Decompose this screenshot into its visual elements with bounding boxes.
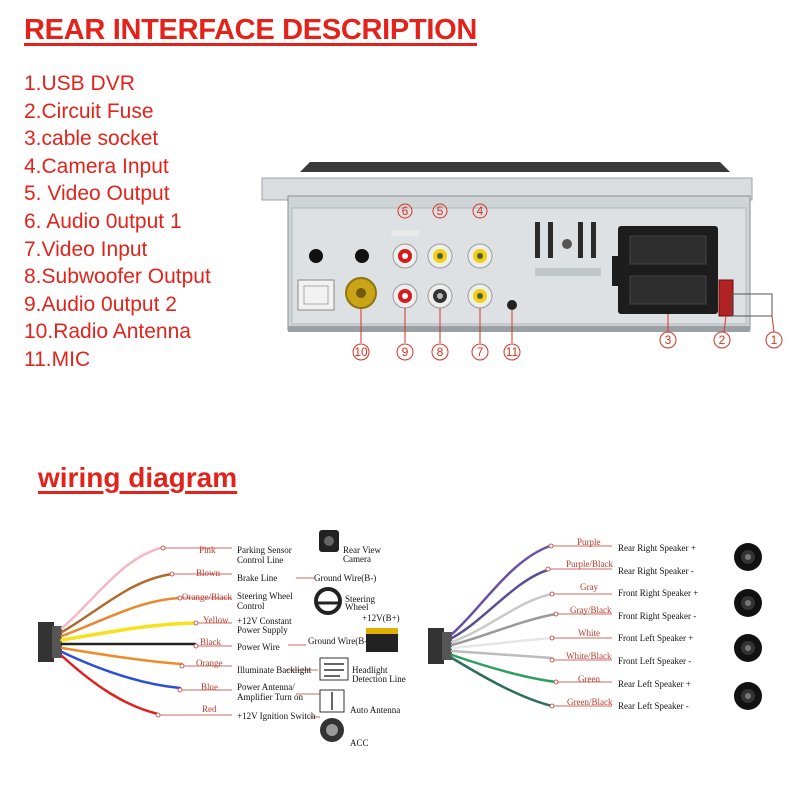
legend-item-video-output: 5. Video Output <box>24 182 170 206</box>
svg-text:Rear Left Speaker +: Rear Left Speaker + <box>618 679 691 689</box>
svg-text:7: 7 <box>477 345 484 359</box>
svg-text:10: 10 <box>354 345 368 359</box>
svg-text:11: 11 <box>506 345 519 359</box>
svg-text:Blown: Blown <box>196 568 221 578</box>
svg-text:8: 8 <box>437 345 444 359</box>
svg-text:Wheel: Wheel <box>345 602 369 612</box>
svg-text:Green: Green <box>578 674 600 684</box>
svg-text:Rear Left Speaker -: Rear Left Speaker - <box>618 701 689 711</box>
left-wiring-harness <box>38 546 197 716</box>
svg-text:4: 4 <box>477 204 484 218</box>
rca-subwoofer-output <box>427 283 453 309</box>
svg-text:1: 1 <box>771 333 778 347</box>
legend-item-subwoofer-output: 8.Subwoofer Output <box>24 265 211 289</box>
svg-text:White: White <box>578 628 600 638</box>
svg-text:Power Wire: Power Wire <box>237 642 280 652</box>
svg-text:Camera: Camera <box>343 554 371 564</box>
right-wiring-harness <box>428 544 558 708</box>
svg-text:Power Supply: Power Supply <box>237 625 288 635</box>
steering-wheel-icon <box>314 587 342 615</box>
wiring-diagram-title: wiring diagram <box>38 462 238 493</box>
svg-text:Amplifier Turn on: Amplifier Turn on <box>237 692 304 702</box>
svg-text:White/Black: White/Black <box>566 651 612 661</box>
speaker-icon <box>734 589 762 617</box>
svg-text:Front Right Speaker -: Front Right Speaker - <box>618 611 696 621</box>
rca-audio-output-1 <box>391 230 419 269</box>
svg-text:Red: Red <box>202 704 217 714</box>
legend-item-circuit-fuse: 2.Circuit Fuse <box>24 99 154 123</box>
rca-camera-input <box>467 243 493 269</box>
svg-text:Black: Black <box>200 637 221 647</box>
svg-text:Pink: Pink <box>199 545 216 555</box>
svg-text:Illuminate Backlight: Illuminate Backlight <box>237 665 312 675</box>
page-title: REAR INTERFACE DESCRIPTION <box>24 14 478 46</box>
svg-text:Rear Right Speaker -: Rear Right Speaker - <box>618 566 694 576</box>
svg-text:Control Line: Control Line <box>237 555 283 565</box>
svg-text:Rear Right Speaker +: Rear Right Speaker + <box>618 543 696 553</box>
legend-item-radio-antenna: 10.Radio Antenna <box>24 320 191 344</box>
svg-text:Ground Wire(B-): Ground Wire(B-) <box>308 636 370 646</box>
svg-text:Green/Black: Green/Black <box>567 697 613 707</box>
svg-text:Purple: Purple <box>577 537 601 547</box>
svg-text:Blue: Blue <box>201 682 218 692</box>
legend-item-audio-output-2: 9.Audio 0utput 2 <box>24 292 177 316</box>
screw-hole-icon <box>355 249 369 263</box>
svg-text:Parking Sensor: Parking Sensor <box>237 545 292 555</box>
screw-hole-icon <box>309 249 323 263</box>
rca-video-input <box>467 283 493 309</box>
svg-text:6: 6 <box>402 204 409 218</box>
rca-video-output <box>427 243 453 269</box>
svg-text:Steering Wheel: Steering Wheel <box>237 591 293 601</box>
speaker-icon <box>734 682 762 710</box>
svg-text:Headlight: Headlight <box>352 665 388 675</box>
svg-text:Orange/Black: Orange/Black <box>182 592 232 602</box>
speaker-icon <box>734 634 762 662</box>
svg-text:Front Left Speaker -: Front Left Speaker - <box>618 656 691 666</box>
svg-text:Yellow: Yellow <box>203 615 229 625</box>
legend-item-audio-output-1: 6. Audio 0utput 1 <box>24 209 182 233</box>
svg-text:2: 2 <box>719 333 726 347</box>
svg-text:Auto Antenna: Auto Antenna <box>350 705 400 715</box>
svg-text:Brake Line: Brake Line <box>237 573 277 583</box>
svg-text:+12V(B+): +12V(B+) <box>362 613 400 623</box>
cable-socket <box>612 226 718 314</box>
svg-text:5: 5 <box>437 204 444 218</box>
rca-audio-output-2 <box>392 283 418 309</box>
callout-markers: 6 5 4 10 9 8 7 11 3 2 1 <box>352 203 783 361</box>
svg-text:Purple/Black: Purple/Black <box>566 559 613 569</box>
rear-interface-legend: 1.USB DVR 2.Circuit Fuse 3.cable socket … <box>24 70 211 374</box>
svg-text:Detection Line: Detection Line <box>352 674 406 684</box>
harness-connector-left <box>38 622 54 662</box>
svg-text:Orange: Orange <box>196 658 223 668</box>
svg-text:Steering: Steering <box>345 594 375 604</box>
harness-connector-right <box>428 628 444 664</box>
circuit-fuse <box>718 279 734 317</box>
svg-text:+12V Constant: +12V Constant <box>237 616 292 626</box>
head-unit-rear-panel <box>261 162 773 332</box>
svg-text:Gray/Black: Gray/Black <box>570 605 612 615</box>
svg-text:+12V Ignition Switch: +12V Ignition Switch <box>237 711 316 721</box>
svg-text:Gray: Gray <box>580 582 598 592</box>
right-wire-labels: Purple Purple/Black Gray Gray/Black Whit… <box>545 537 762 711</box>
speaker-icon <box>734 543 762 571</box>
left-wire-labels: Pink Blown Orange/Black Yellow Black Ora… <box>155 530 406 748</box>
legend-item-mic: 11.MIC <box>24 347 91 371</box>
svg-text:Front Right Speaker +: Front Right Speaker + <box>618 588 698 598</box>
legend-item-video-input: 7.Video Input <box>24 237 148 261</box>
legend-item-camera-input: 4.Camera Input <box>24 154 169 178</box>
usb-dvr-port <box>297 279 335 311</box>
svg-text:ACC: ACC <box>350 738 369 748</box>
svg-text:Front Left Speaker +: Front Left Speaker + <box>618 633 693 643</box>
legend-item-usb-dvr: 1.USB DVR <box>24 72 135 95</box>
svg-text:Ground Wire(B-): Ground Wire(B-) <box>314 573 376 583</box>
svg-text:Rear View: Rear View <box>343 545 382 555</box>
svg-text:Power Antenna/: Power Antenna/ <box>237 682 295 692</box>
svg-text:3: 3 <box>665 333 672 347</box>
legend-item-cable-socket: 3.cable socket <box>24 127 159 151</box>
mic-jack <box>507 300 517 310</box>
svg-text:9: 9 <box>402 345 409 359</box>
svg-text:Control: Control <box>237 601 265 611</box>
vent-slots <box>535 222 601 276</box>
